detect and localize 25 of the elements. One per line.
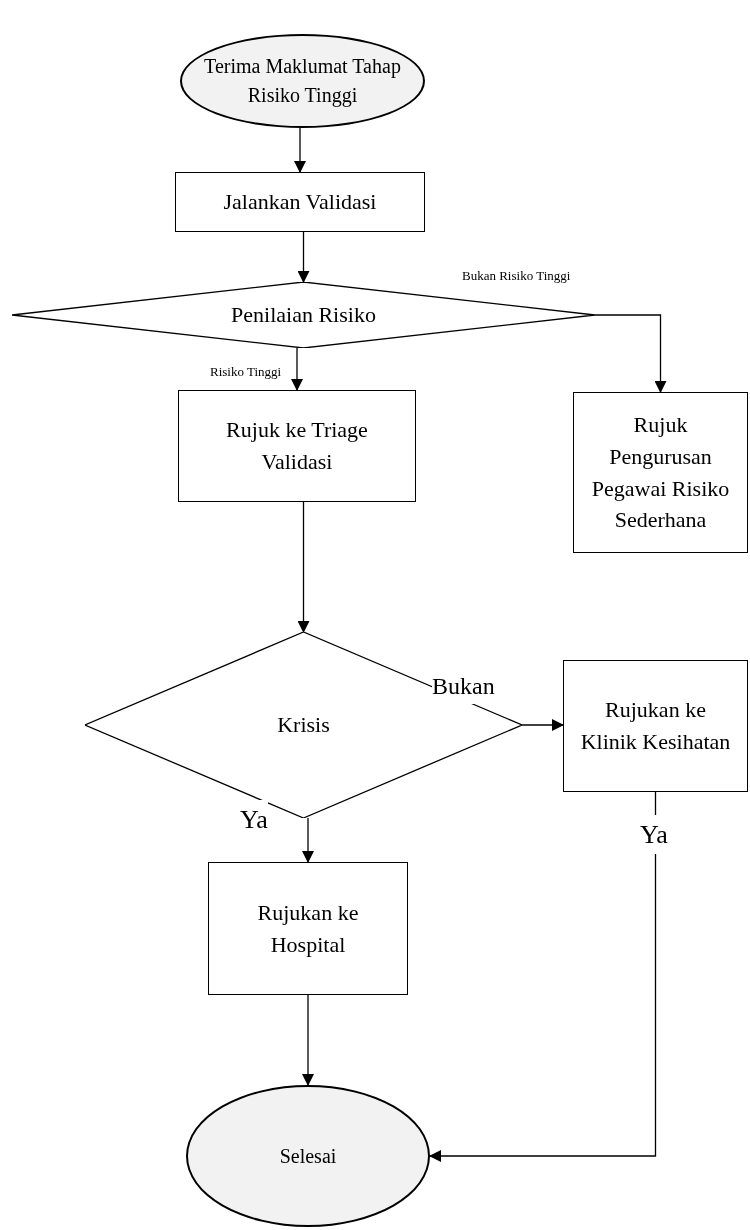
node-text: Rujukan ke Hospital <box>256 898 360 959</box>
decision-diamond <box>12 282 595 348</box>
node-text: Krisis <box>277 711 330 740</box>
node-text: Rujuk Pengurusan Pegawai Risiko Sederhana <box>590 410 731 535</box>
arrow <box>291 347 303 391</box>
node-text: Penilaian Risiko <box>231 301 376 330</box>
arrow <box>294 127 306 173</box>
arrow <box>302 817 314 863</box>
process-box <box>563 660 748 792</box>
process-box <box>208 862 408 995</box>
node-text: Rujukan ke Klinik Kesihatan <box>579 696 732 756</box>
arrow <box>521 719 564 731</box>
arrow <box>302 994 314 1086</box>
node-text: Selesai <box>279 1143 337 1169</box>
process-box <box>178 390 416 502</box>
process-box <box>573 392 748 553</box>
arrow <box>594 314 667 393</box>
node-text: Rujuk ke Triage Validasi <box>225 416 369 476</box>
process-box <box>175 172 425 232</box>
node-text: Jalankan Validasi <box>223 188 377 217</box>
arrow <box>429 791 657 1162</box>
arrow <box>297 501 310 633</box>
arrow <box>297 231 310 283</box>
node-text: Terima Maklumat Tahap Risiko Tinggi <box>203 54 402 109</box>
edge-label: Ya <box>640 815 668 854</box>
